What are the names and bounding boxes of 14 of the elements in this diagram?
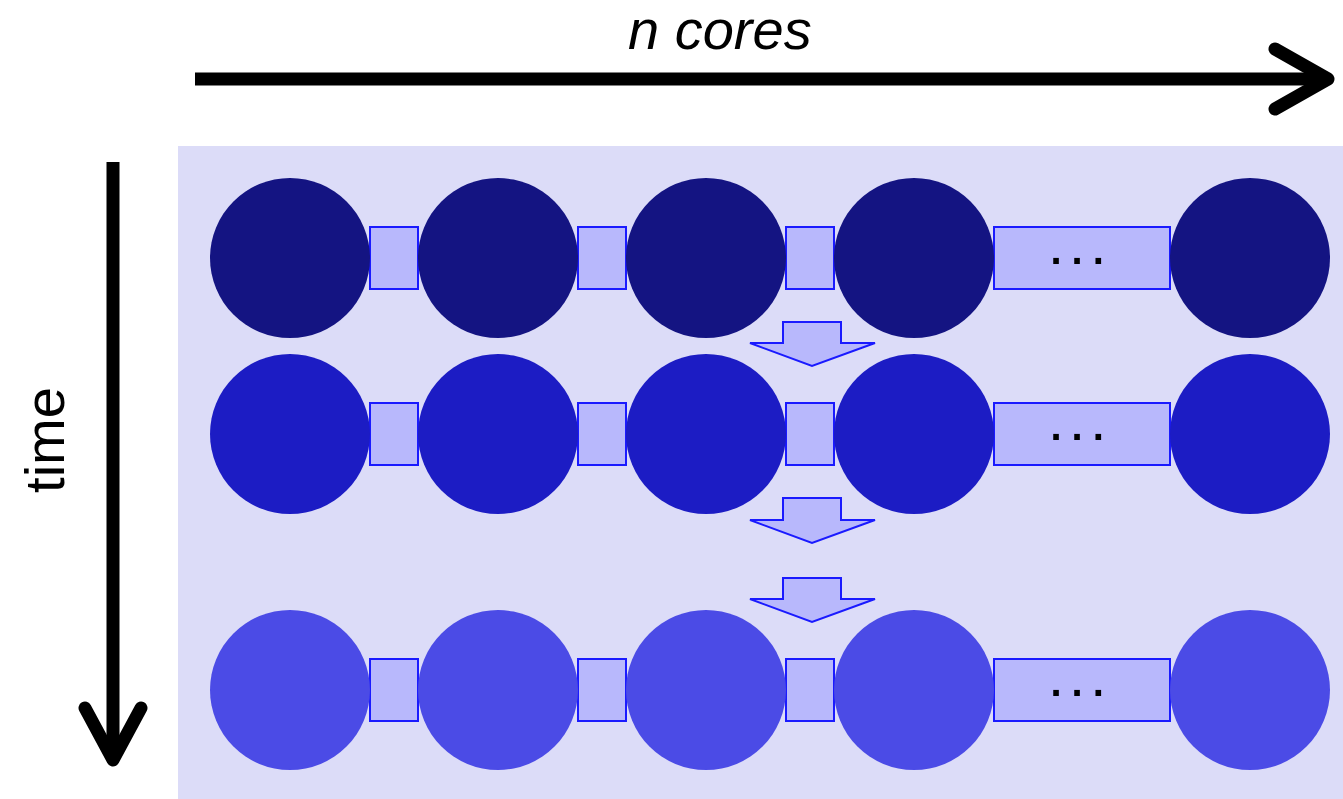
block-arrow: [749, 321, 876, 368]
connector-bar: [369, 402, 419, 466]
connector-bar: [369, 226, 419, 290]
block-arrow: [749, 497, 876, 545]
connector-bar: [785, 226, 835, 290]
connector-bar: [577, 402, 627, 466]
connector-bar: [785, 402, 835, 466]
connector-bar: [369, 658, 419, 722]
block-arrow: [749, 577, 876, 624]
axis-label: n cores: [628, 2, 812, 58]
axis-label: time: [16, 387, 73, 493]
connector-bar: [785, 658, 835, 722]
connector-bar: [577, 658, 627, 722]
connector-bar: [577, 226, 627, 290]
